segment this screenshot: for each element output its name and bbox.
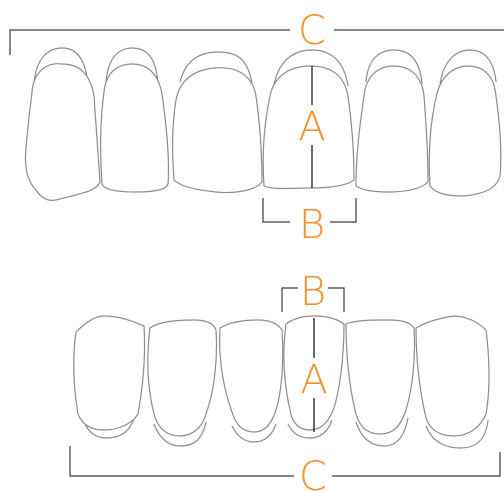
upper-tooth-5 bbox=[355, 49, 429, 193]
upper-length-dimension-a: A bbox=[298, 66, 326, 188]
upper-tooth-1 bbox=[24, 47, 101, 201]
upper-tooth-4 bbox=[262, 49, 355, 190]
upper-arch bbox=[24, 47, 502, 201]
lower-tooth-6 bbox=[415, 315, 490, 449]
lower-tooth-5 bbox=[345, 319, 416, 447]
upper-tooth-2 bbox=[100, 47, 170, 193]
lower-tooth-3 bbox=[219, 319, 284, 443]
lower-width-dimension-b: B bbox=[281, 269, 345, 315]
upper-span-dimension-c: C bbox=[9, 8, 504, 55]
lower-length-dimension-a: A bbox=[300, 318, 328, 432]
lower-label-a: A bbox=[300, 357, 327, 403]
lower-label-b: B bbox=[300, 269, 326, 315]
upper-tooth-3 bbox=[172, 51, 263, 194]
lower-tooth-4 bbox=[283, 315, 345, 439]
upper-label-b: B bbox=[299, 202, 325, 248]
lower-arch bbox=[73, 315, 490, 449]
upper-label-a: A bbox=[298, 104, 325, 150]
upper-label-c: C bbox=[298, 8, 326, 54]
lower-tooth-2 bbox=[147, 319, 218, 447]
lower-span-dimension-c: C bbox=[69, 446, 501, 492]
upper-width-dimension-b: B bbox=[262, 198, 357, 248]
upper-tooth-6 bbox=[428, 49, 502, 197]
lower-label-c: C bbox=[299, 454, 327, 492]
lower-tooth-1 bbox=[73, 315, 146, 439]
